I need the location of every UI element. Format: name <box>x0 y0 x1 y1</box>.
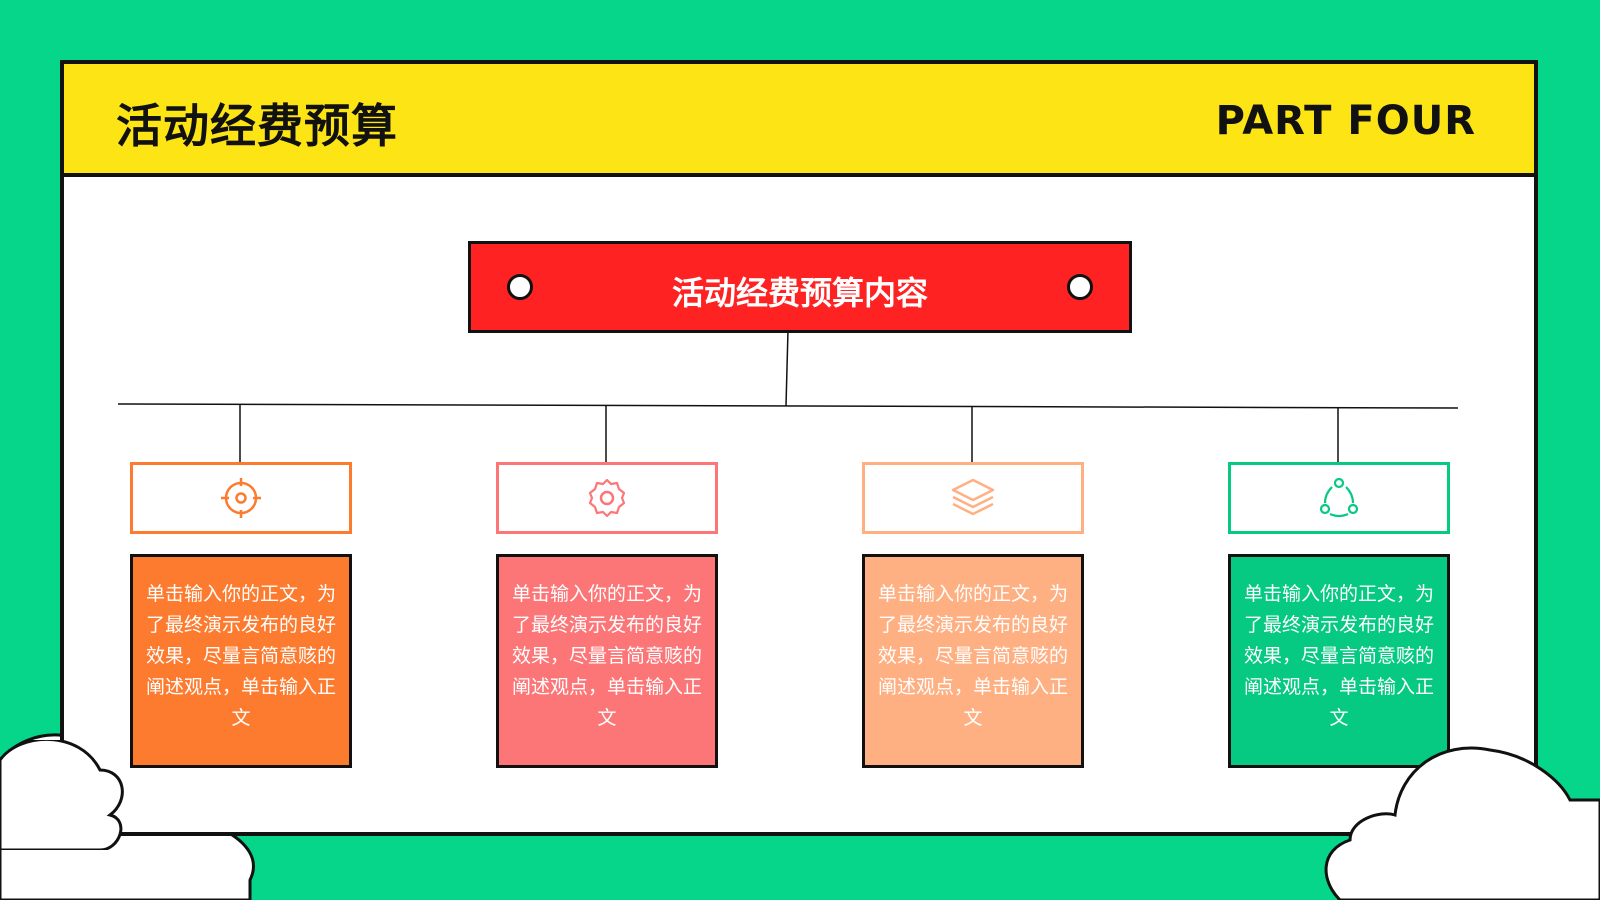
text-card-2: 单击输入你的正文，为了最终演示发布的良好效果，尽量言简意赅的阐述观点，单击输入正… <box>496 554 718 768</box>
layers-icon <box>951 478 995 516</box>
target-icon <box>221 478 261 518</box>
icon-box-3 <box>862 462 1084 534</box>
banner-hole-right <box>1067 274 1093 300</box>
header-bar: 活动经费预算 PART FOUR <box>64 64 1534 177</box>
cloud-left-front-decoration <box>0 740 124 850</box>
text-card-3: 单击输入你的正文，为了最终演示发布的良好效果，尽量言简意赅的阐述观点，单击输入正… <box>862 554 1084 768</box>
section-banner: 活动经费预算内容 <box>468 241 1132 333</box>
gear-icon <box>588 478 626 518</box>
content-frame: 活动经费预算 PART FOUR 活动经费预算内容 单击输入你的正文，为了最终演… <box>60 60 1538 836</box>
text-card-4: 单击输入你的正文，为了最终演示发布的良好效果，尽量言简意赅的阐述观点，单击输入正… <box>1228 554 1450 768</box>
icon-box-2 <box>496 462 718 534</box>
cloud-right-decoration <box>1324 746 1600 900</box>
banner-hole-left <box>507 274 533 300</box>
icon-box-4 <box>1228 462 1450 534</box>
banner-label: 活动经费预算内容 <box>671 274 928 312</box>
part-label: PART FOUR <box>1215 98 1476 144</box>
icon-box-1 <box>130 462 352 534</box>
cycle-icon <box>1319 477 1359 518</box>
connector-lines <box>117 329 1459 462</box>
page-title: 活动经费预算 <box>116 99 398 153</box>
text-card-1: 单击输入你的正文，为了最终演示发布的良好效果，尽量言简意赅的阐述观点，单击输入正… <box>130 554 352 768</box>
